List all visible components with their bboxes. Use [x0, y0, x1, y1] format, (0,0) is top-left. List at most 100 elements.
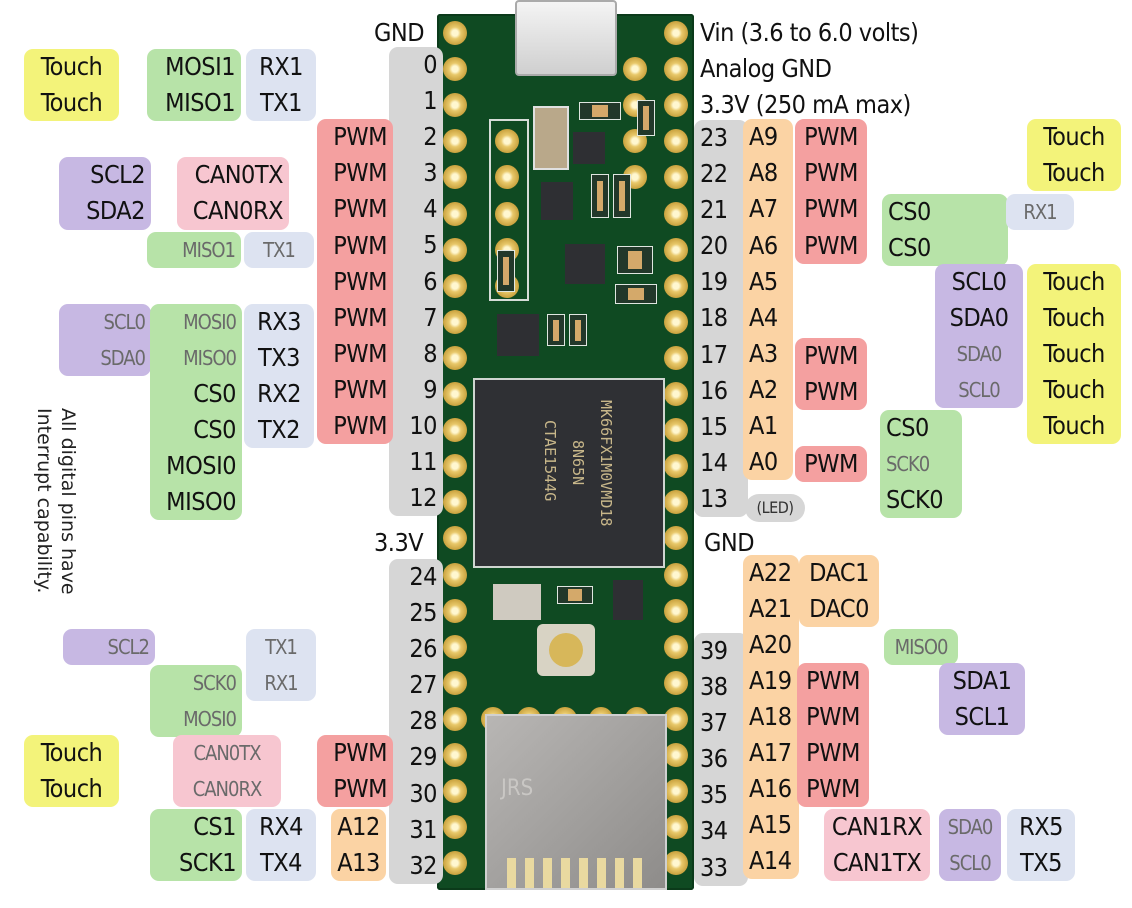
pin-number: 12: [409, 483, 437, 513]
serial5-label: TX5: [1020, 848, 1062, 878]
pin-pad: [623, 57, 647, 82]
spi1-label: MOSI1: [165, 52, 235, 82]
can0-label: CAN0RX: [192, 196, 284, 226]
pin-pad: [443, 129, 467, 154]
serial1-alt-label: RX1: [264, 670, 298, 695]
pwm-label: PWM: [804, 194, 858, 224]
serial1-label: TX1: [260, 88, 302, 118]
touch-label: Touch: [1043, 266, 1105, 296]
pin-number: 10: [409, 410, 437, 440]
crystal: [493, 584, 541, 620]
analog-label: A2: [749, 374, 778, 404]
ic-chip: [497, 314, 539, 356]
pin-number: 37: [700, 708, 728, 738]
pin-pad: [443, 706, 467, 731]
pwm-label: PWM: [333, 266, 387, 296]
spi1-label: MISO1: [165, 88, 235, 118]
pin-number: 13: [700, 483, 728, 513]
spi1-alt-group: MISO1: [147, 231, 241, 268]
i2c0-alt-label: SDA0: [947, 815, 994, 840]
smd-component: [557, 586, 593, 604]
touch-label: Touch: [1043, 374, 1105, 404]
program-button: [537, 624, 595, 676]
smd-component: [569, 314, 587, 346]
analog-label: A9: [749, 122, 778, 152]
pwm-group: PWM: [795, 446, 867, 483]
i2c0-alt-label: SDA0: [100, 345, 146, 370]
capacitor: [533, 106, 569, 170]
spi0-alt-label: MISO0: [894, 634, 949, 659]
serial-label: TX2: [258, 415, 300, 445]
pin-pad: [664, 237, 688, 262]
pin-number: 29: [409, 742, 437, 772]
i2c2-label: SDA2: [86, 196, 145, 226]
pwm-label: PWM: [804, 230, 858, 260]
smd-component: [547, 314, 565, 346]
spi0-alt-group: MISO0: [884, 628, 958, 665]
pin-number: 19: [700, 267, 728, 297]
i2c2-label: SCL2: [90, 160, 145, 190]
pin-number: 35: [700, 780, 728, 810]
serial1-label: RX1: [259, 52, 303, 82]
can1-label: CAN1TX: [832, 848, 922, 878]
i2c0-alt-label: SCL0: [949, 851, 991, 876]
dac-label: DAC0: [809, 593, 869, 623]
spi0-alt-label: SCK0: [192, 670, 237, 695]
pin-number: 28: [409, 706, 437, 736]
analog-label: A5: [749, 266, 778, 296]
mcu-chip: MK66FX1M0VMD18 8N65N CTAE1544G: [473, 378, 665, 568]
pin-pad: [664, 526, 688, 551]
serial4-label: TX4: [260, 848, 302, 878]
pin-pad: [443, 273, 467, 298]
pwm-label: PWM: [804, 340, 858, 370]
touch-label: Touch: [1043, 411, 1105, 441]
spi1-alt-label: MISO1: [182, 237, 236, 262]
touch-label: Touch: [1043, 302, 1105, 332]
analog-label: A16: [749, 774, 792, 804]
can1-label: CAN1RX: [831, 812, 923, 842]
pwm-label: PWM: [806, 737, 860, 767]
spi1-label: SCK1: [178, 848, 237, 878]
serial1-alt-label: TX1: [263, 237, 296, 262]
serial1-alt-label: TX1: [265, 634, 298, 659]
serial-label: TX3: [258, 342, 300, 372]
led-label: (LED): [756, 498, 794, 517]
ic-chip: [565, 244, 605, 284]
pin-pad: [664, 851, 688, 876]
analog-label: A1: [749, 411, 778, 441]
header-silkscreen: [489, 119, 529, 301]
pin-number: 34: [700, 816, 728, 846]
i2c0-label: SDA0: [956, 341, 1003, 366]
pwm-label: PWM: [804, 158, 858, 188]
v33-max-label: 3.3V (250 mA max): [700, 90, 911, 119]
analog-label: A0: [749, 447, 778, 477]
pin-number: 39: [700, 636, 728, 665]
pin-pad: [443, 21, 467, 45]
pin-number: 11: [409, 447, 437, 477]
analog-label: A22: [749, 557, 792, 587]
spi0-label: SCK0: [886, 485, 944, 515]
pin-number: 24: [409, 562, 437, 591]
pin-pad: [664, 57, 688, 82]
pin-number: 17: [700, 339, 728, 369]
pin-number: 32: [409, 850, 437, 880]
spi0-label: CS0: [193, 415, 236, 445]
pin-pad: [664, 779, 688, 804]
pin-pad: [443, 562, 467, 587]
pin-number: 9: [423, 374, 437, 404]
analog-gnd-label: Analog GND: [700, 54, 832, 83]
pin-number: 15: [700, 411, 728, 441]
note-line-2: Interrupt capability.: [33, 408, 55, 594]
smd-component: [497, 250, 515, 292]
teensy-board: MK66FX1M0VMD18 8N65N CTAE1544G JRS: [437, 0, 694, 890]
pin-pad: [664, 670, 688, 695]
